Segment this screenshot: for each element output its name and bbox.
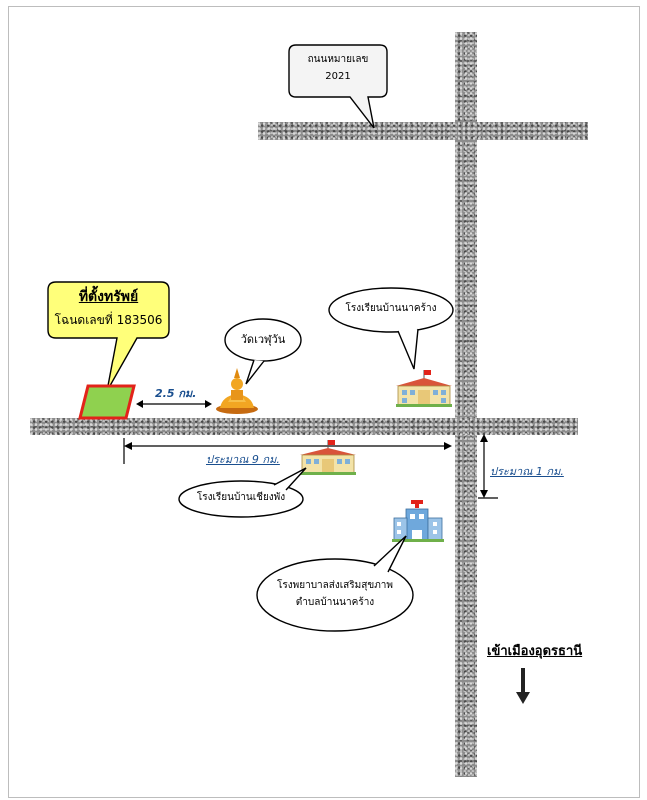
distance-arrow-1km xyxy=(478,434,498,499)
school-chiang-phong-label: โรงเรียนบ้านเชียงพัง xyxy=(196,492,286,503)
hospital-label-line1: โรงพยาบาลส่งเสริมสุขภาพ xyxy=(277,580,393,591)
school-chiang-phong-callout: โรงเรียนบ้านเชียงพัง xyxy=(178,467,307,518)
school-na-krang-callout: โรงเรียนบ้านนาคร้าง xyxy=(328,287,454,370)
down-arrow-icon xyxy=(516,668,530,704)
temple-buddha-icon xyxy=(216,368,258,414)
property-title: ที่ตั้งทรัพย์ xyxy=(78,289,139,305)
road-horizontal-top xyxy=(258,122,588,140)
property-deed: โฉนดเลขที่ 183506 xyxy=(54,312,163,327)
distance-label-9km: ประมาณ 9 กม. xyxy=(206,453,280,466)
hospital-callout: โรงพยาบาลส่งเสริมสุขภาพ ตำบลบ้านนาคร้าง xyxy=(256,535,414,632)
map-frame xyxy=(8,6,640,798)
distance-label-temple: 2.5 กม. xyxy=(155,387,197,400)
school-chiang-phong-icon xyxy=(300,440,356,475)
road-vertical-main xyxy=(455,32,477,777)
hospital-icon xyxy=(392,500,444,542)
road-number-value: 2021 xyxy=(325,70,351,82)
property-callout: ที่ตั้งทรัพย์ โฉนดเลขที่ 183506 xyxy=(47,281,170,392)
distance-label-1km: ประมาณ 1 กม. xyxy=(490,465,564,478)
to-city-label: เข้าเมืองอุดรธานี xyxy=(487,644,583,659)
school-na-krang-icon xyxy=(396,370,452,407)
school-na-krang-label: โรงเรียนบ้านนาคร้าง xyxy=(345,303,437,314)
temple-label: วัดเวฬุวัน xyxy=(240,333,286,346)
road-number-label: ถนนหมายเลข xyxy=(307,54,369,65)
road-horizontal-main xyxy=(30,418,578,435)
distance-arrow-9km xyxy=(123,438,452,464)
hospital-label-line2: ตำบลบ้านนาคร้าง xyxy=(295,596,375,608)
road-number-callout: ถนนหมายเลข 2021 xyxy=(288,44,388,129)
property-parcel xyxy=(78,384,136,420)
distance-arrow-temple xyxy=(136,400,212,408)
temple-callout: วัดเวฬุวัน xyxy=(224,318,302,385)
